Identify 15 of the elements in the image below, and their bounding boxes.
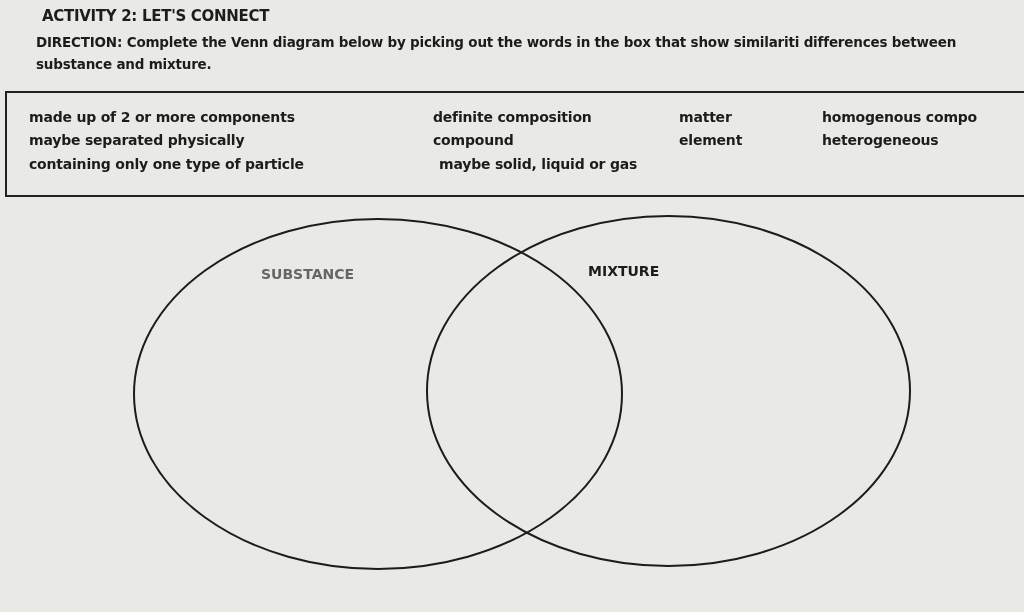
word-choice: maybe separated physically <box>29 132 245 148</box>
circle-label: MIXTURE <box>588 263 660 279</box>
word-choice: element <box>679 132 743 148</box>
word-choice: heterogeneous <box>822 132 939 148</box>
word-choice: matter <box>679 109 732 125</box>
word-choice: homogenous compo <box>822 109 977 125</box>
word-choice: compound <box>433 132 514 148</box>
direction-text: DIRECTION: Complete the Venn diagram below by picking out the words in the box that show similariti differences between substance and mixture. <box>36 33 958 74</box>
word-choice: containing only one type of particle <box>29 156 304 172</box>
word-choice: maybe solid, liquid or gas <box>439 156 638 172</box>
circle-label: SUBSTANCE <box>261 266 355 282</box>
word-box <box>5 91 1024 197</box>
word-choice: made up of 2 or more components <box>29 109 295 125</box>
title: ACTIVITY 2: LET'S CONNECT <box>42 7 270 25</box>
word-choice: definite composition <box>433 109 592 125</box>
